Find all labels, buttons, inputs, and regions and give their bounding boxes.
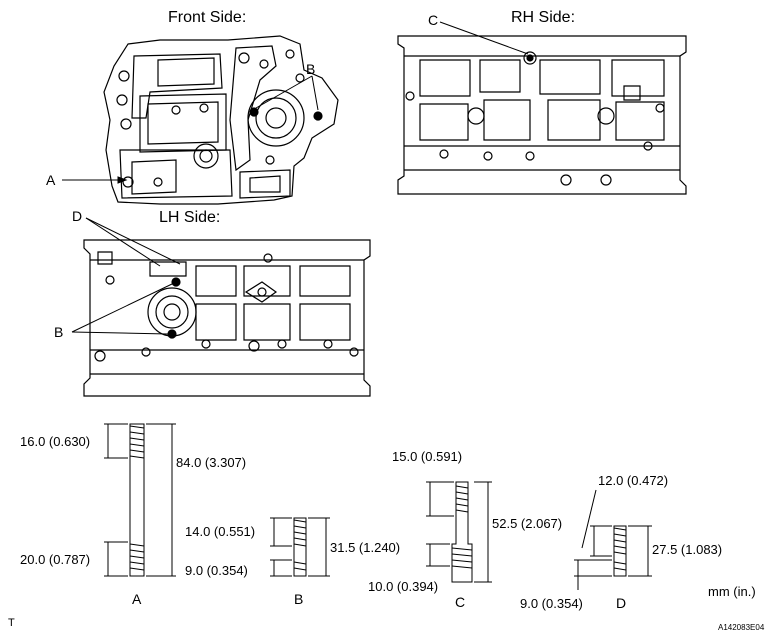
corner-mark: T	[8, 617, 15, 629]
front-side-block	[103, 35, 339, 205]
stud-a-overall-dim: 84.0 (3.307)	[176, 455, 247, 470]
stud-d-label: D	[616, 595, 627, 611]
stud-c-bottom-dim: 10.0 (0.394)	[368, 579, 439, 594]
callout-b-lh: B	[54, 324, 64, 340]
stud-b-label: B	[294, 591, 304, 607]
lh-side-block	[83, 239, 371, 397]
stud-b-bottom-dim: 9.0 (0.354)	[185, 563, 248, 578]
front-side-title: Front Side:	[168, 9, 247, 26]
lh-side-title: LH Side:	[159, 209, 221, 226]
units-label: mm (in.)	[708, 584, 756, 599]
callout-leaders	[62, 21, 529, 335]
stud-a-label: A	[132, 591, 142, 607]
rh-side-block	[397, 35, 687, 195]
callout-c: C	[428, 12, 439, 28]
stud-a-top-dim: 16.0 (0.630)	[20, 434, 91, 449]
stud-a-bottom-dim: 20.0 (0.787)	[20, 552, 91, 567]
stud-d-bottom-dim: 9.0 (0.354)	[520, 596, 583, 611]
rh-side-title: RH Side:	[511, 9, 576, 26]
stud-d-drawing	[574, 489, 652, 590]
figure-code: A142083E04	[718, 623, 765, 632]
stud-b-drawing	[270, 517, 330, 577]
stud-b-top-dim: 14.0 (0.551)	[185, 524, 256, 539]
stud-b-overall-dim: 31.5 (1.240)	[330, 540, 401, 555]
stud-c-drawing	[426, 481, 492, 583]
stud-d-top-dim: 12.0 (0.472)	[598, 473, 669, 488]
stud-c-top-dim: 15.0 (0.591)	[392, 449, 463, 464]
stud-c-overall-dim: 52.5 (2.067)	[492, 516, 563, 531]
stud-a-drawing	[104, 423, 176, 577]
callout-a: A	[46, 172, 56, 188]
stud-c-label: C	[455, 594, 466, 610]
stud-d-overall-dim: 27.5 (1.083)	[652, 542, 723, 557]
callout-b-front: B	[306, 61, 316, 77]
callout-d: D	[72, 208, 83, 224]
